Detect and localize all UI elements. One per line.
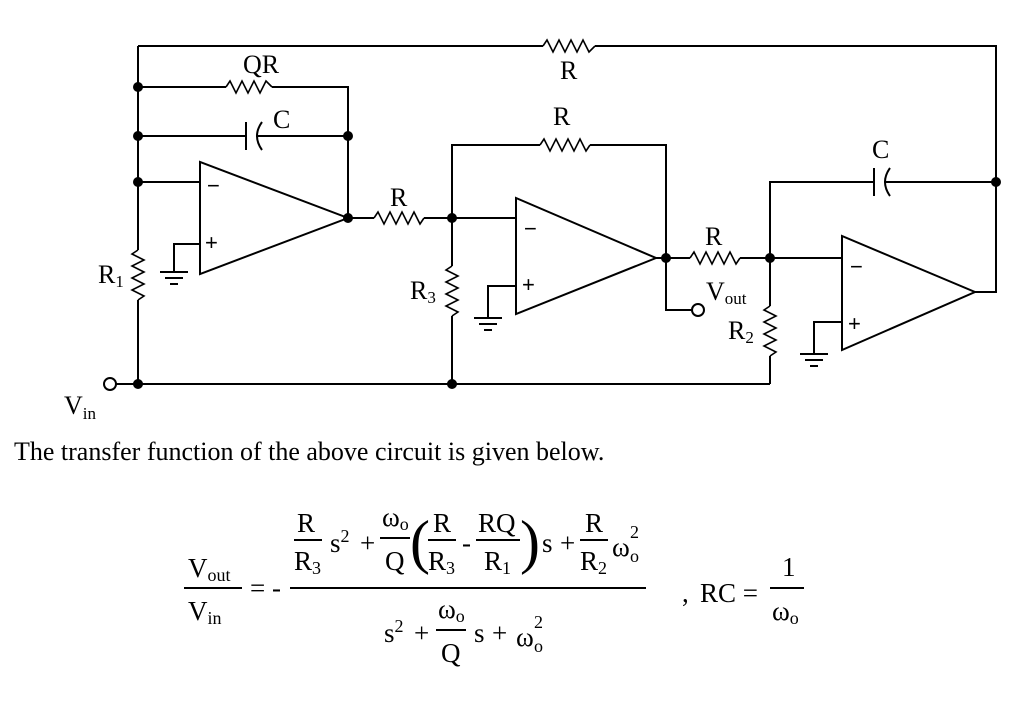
label-r3: R3 xyxy=(410,276,436,307)
vout-terminal xyxy=(691,303,705,317)
num-plus-2: + xyxy=(560,528,575,558)
junction-dots xyxy=(133,82,1001,389)
rc-omega: ωo xyxy=(772,596,799,628)
opamp-3-minus: − xyxy=(850,254,863,279)
num-r-last: R xyxy=(585,508,603,538)
opamp-3 xyxy=(841,234,978,352)
ground-symbol-1 xyxy=(160,271,188,285)
num-omega: ωo xyxy=(382,502,409,534)
top-feedback-wire xyxy=(138,38,997,293)
ground-symbol-2 xyxy=(474,317,502,331)
num-r3: R3 xyxy=(294,546,321,578)
lhs-numerator: Vout xyxy=(188,553,231,585)
resistor-r2 xyxy=(762,305,778,357)
resistor-r1 xyxy=(130,249,146,301)
lhs-denominator: Vin xyxy=(188,596,222,628)
resistor-r-in3 xyxy=(689,250,741,266)
num-q: Q xyxy=(385,546,405,576)
label-r2: R2 xyxy=(728,316,754,347)
num-omega-sq: ω xyxy=(612,532,630,562)
den-omega-sq-sub: o xyxy=(534,636,543,656)
label-qr: QR xyxy=(243,50,280,79)
den-plus-2: + xyxy=(492,618,507,648)
num-r: R xyxy=(297,508,315,538)
den-plus-1: + xyxy=(414,618,429,648)
label-c1: C xyxy=(273,105,290,134)
opamp-1 xyxy=(199,160,351,276)
den-omega: ωo xyxy=(438,594,465,626)
num-omega-sq-sup: 2 xyxy=(630,522,639,542)
circuit-schematic: R R1 QR C − + R R R3 − + xyxy=(64,38,1001,423)
opamp-1-minus: − xyxy=(207,173,220,198)
num-minus: - xyxy=(462,528,471,558)
resistor-qr xyxy=(225,79,273,95)
comma: , xyxy=(682,578,689,608)
label-vout: Vout xyxy=(706,277,747,308)
label-r-feedback-top: R xyxy=(560,56,578,85)
opamp-2-minus: − xyxy=(524,216,537,241)
resistor-r-fb2 xyxy=(539,137,591,153)
num-omega-sq-sub: o xyxy=(630,546,639,566)
num-rparen: ) xyxy=(520,509,540,575)
equals-negative: = - xyxy=(250,573,281,603)
caption-text: The transfer function of the above circu… xyxy=(14,437,605,466)
num-rq: RQ xyxy=(478,508,516,538)
opamp-2-plus: + xyxy=(522,272,535,297)
opamp-3-plus: + xyxy=(848,311,861,336)
opamp-1-plus: + xyxy=(205,230,218,255)
rc-equals: RC = xyxy=(700,578,758,608)
num-lparen: ( xyxy=(410,509,430,575)
transfer-function-formula: Vout Vin = - R R3 s2 + ωo Q ( R R3 - RQ … xyxy=(184,502,804,668)
den-s2: s2 xyxy=(384,616,404,648)
rc-one: 1 xyxy=(782,552,796,582)
num-s: s xyxy=(542,528,553,558)
num-plus-1: + xyxy=(360,528,375,558)
label-r-fb2: R xyxy=(553,102,571,131)
opamp-2 xyxy=(515,196,659,316)
den-s: s xyxy=(474,618,485,648)
den-omega-sq: ω xyxy=(516,622,534,652)
ground-symbol-3 xyxy=(800,353,828,367)
label-r1: R1 xyxy=(98,260,124,291)
num-r1: R1 xyxy=(484,546,511,578)
num-s2: s2 xyxy=(330,526,350,558)
den-omega-sq-sup: 2 xyxy=(534,612,543,632)
label-r-in3: R xyxy=(705,222,723,251)
resistor-r3 xyxy=(444,265,460,317)
vin-terminal xyxy=(103,377,117,391)
resistor-r-in1 xyxy=(373,210,425,226)
num-r3-inner: R3 xyxy=(428,546,455,578)
den-q: Q xyxy=(441,638,461,668)
num-r2: R2 xyxy=(580,546,607,578)
label-c2: C xyxy=(872,135,889,164)
label-vin: Vin xyxy=(64,391,97,423)
label-r-in1: R xyxy=(390,183,408,212)
num-r-inner: R xyxy=(433,508,451,538)
